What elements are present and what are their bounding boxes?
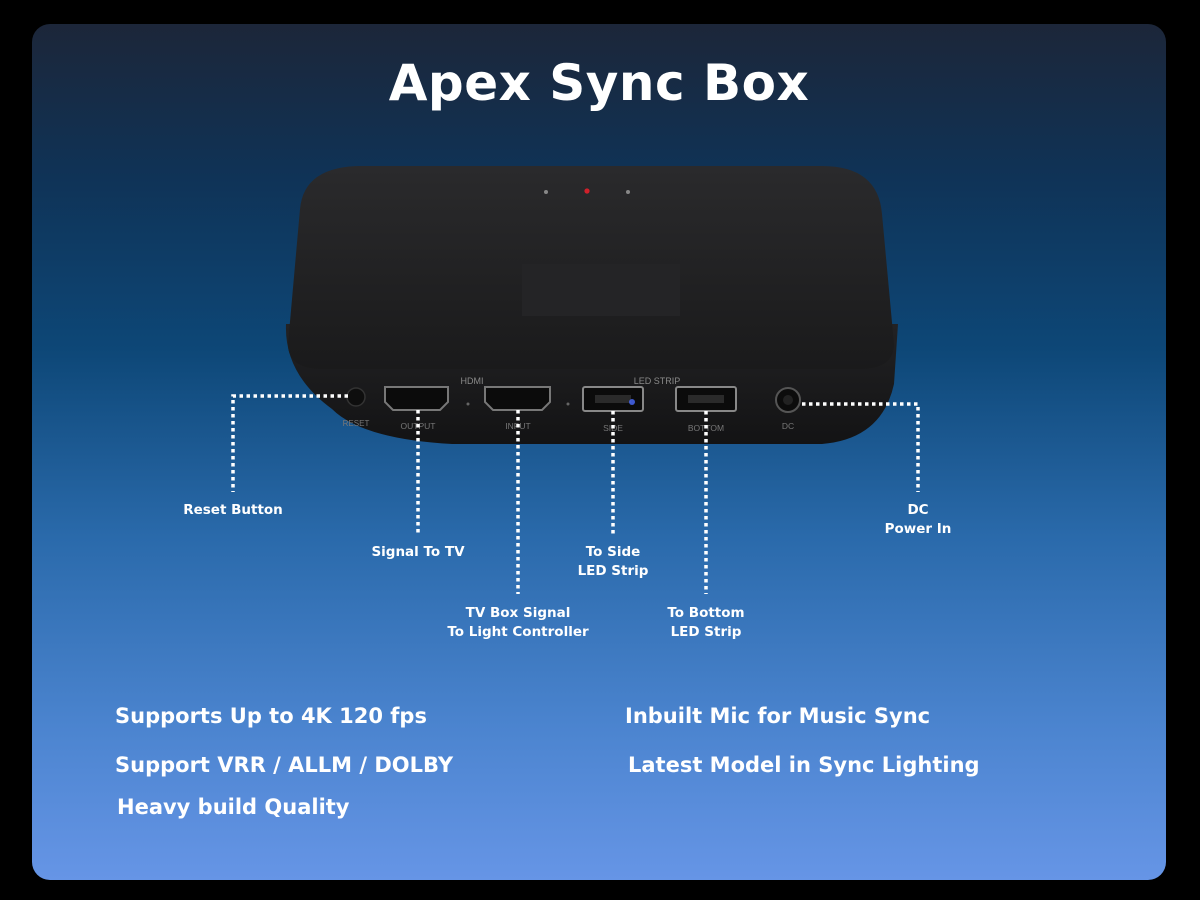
status-led-right <box>626 190 630 194</box>
feature-vrr-allm-dolby: Support VRR / ALLM / DOLBY <box>115 753 454 777</box>
callout-tv-box-signal: TV Box Signal To Light Controller <box>447 605 589 640</box>
reset-callout-line <box>231 394 348 492</box>
printed-dc: DC <box>782 421 794 431</box>
status-led-center <box>584 188 590 194</box>
callout-reset-button: Reset Button <box>183 502 283 518</box>
callout-bottom-led-strip: To Bottom LED Strip <box>667 605 745 640</box>
page-title: Apex Sync Box <box>388 54 810 112</box>
status-led-left <box>544 190 548 194</box>
feature-latest-model: Latest Model in Sync Lighting <box>628 753 980 777</box>
product-card: Apex Sync Box HDMI LED STRIP RESET OUT <box>32 24 1166 880</box>
feature-inbuilt-mic: Inbuilt Mic for Music Sync <box>625 704 931 728</box>
hdmi-input-port <box>484 386 551 411</box>
callout-lines <box>231 394 920 594</box>
feature-4k-120fps: Supports Up to 4K 120 fps <box>115 704 427 728</box>
printed-hdmi: HDMI <box>461 376 484 386</box>
feature-heavy-build: Heavy build Quality <box>117 795 350 819</box>
callout-side-led-strip: To Side LED Strip <box>577 544 649 579</box>
callout-dc-power-in: DC Power In <box>884 502 952 537</box>
callout-signal-to-tv: Signal To TV <box>371 544 465 560</box>
top-logo-panel <box>522 264 680 316</box>
reset-hole <box>346 387 366 407</box>
printed-reset: RESET <box>343 419 370 428</box>
printed-led-strip: LED STRIP <box>634 376 681 386</box>
sync-box-illustration: HDMI LED STRIP RESET OUTPUT INPUT SIDE B… <box>231 166 920 594</box>
hdmi-output-port <box>384 386 449 411</box>
